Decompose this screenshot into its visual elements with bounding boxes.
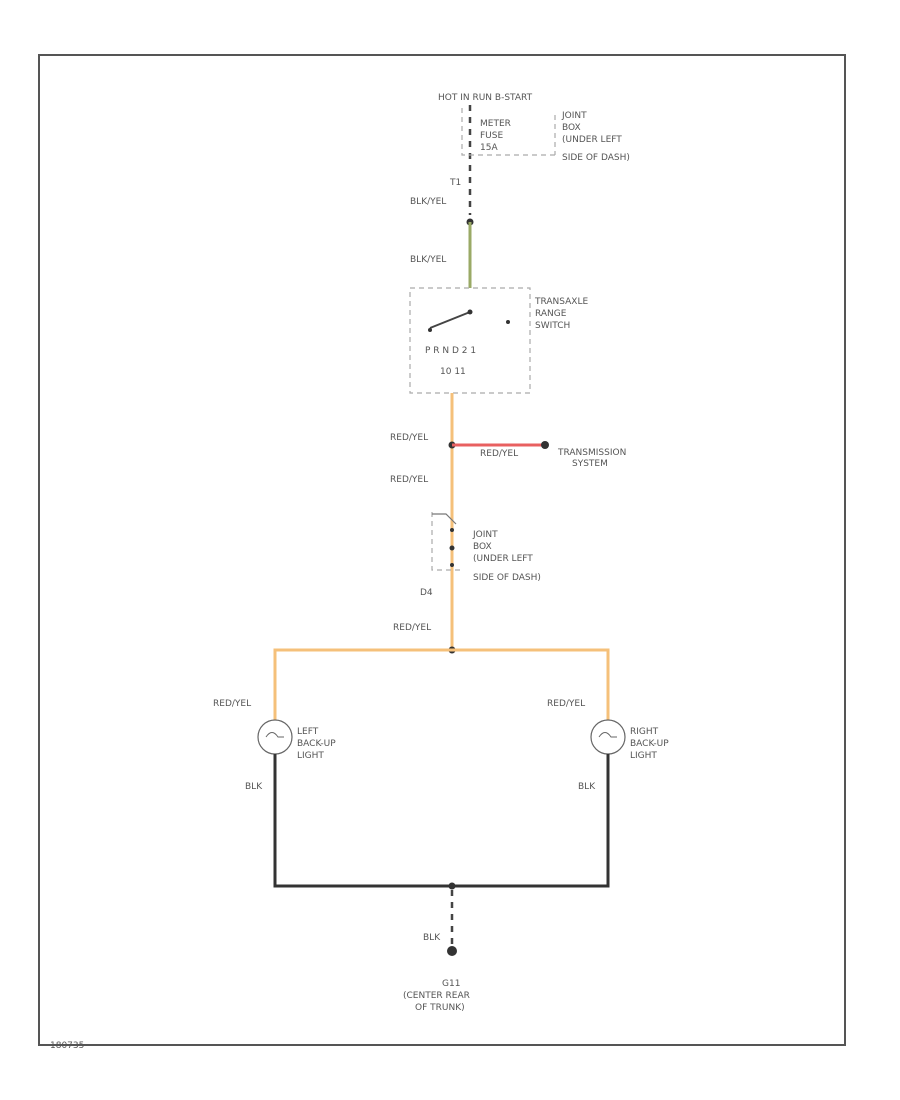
- ground-line2: (CENTER REAR: [403, 991, 470, 1001]
- branch-dest-line2: SYSTEM: [572, 459, 608, 469]
- joint-box-top-line4: SIDE OF DASH): [562, 153, 630, 163]
- joint-box-top-line1: JOINT: [561, 111, 587, 121]
- right-lamp-ground-label: BLK: [578, 782, 596, 792]
- range-switch-box: [409, 287, 531, 394]
- wire-blk-yel-label-1: BLK/YEL: [410, 197, 446, 207]
- switch-pins: P R N D 2 1: [425, 346, 476, 356]
- red-yel-lamp-feed: [273, 648, 610, 720]
- wire-blk-bottom-label: BLK: [423, 933, 441, 943]
- joint-box-mid-dot-3: [450, 563, 454, 567]
- switch-line3: SWITCH: [535, 321, 570, 331]
- right-lamp-bulb: [590, 719, 626, 755]
- fuse-line1: METER: [480, 119, 511, 129]
- left-lamp-line1: LEFT: [297, 727, 319, 737]
- joint-box-mid-line4: SIDE OF DASH): [473, 573, 541, 583]
- ground-line3: OF TRUNK): [415, 1003, 465, 1013]
- switch-line2: RANGE: [535, 309, 567, 319]
- joint-box-top-line3: (UNDER LEFT: [562, 135, 622, 145]
- right-lamp-line3: LIGHT: [630, 751, 657, 761]
- fuse-line2: FUSE: [480, 131, 503, 141]
- joint-box-mid-dot-2: [449, 545, 455, 551]
- left-lamp-filament: [265, 732, 284, 738]
- right-lamp-filament: [598, 732, 617, 738]
- wire-red-yel-label-1: RED/YEL: [390, 433, 428, 443]
- wire-red-yel-label-3: RED/YEL: [393, 623, 431, 633]
- diagram-frame: [38, 54, 846, 1046]
- source-label: HOT IN RUN B-START: [438, 93, 533, 103]
- switch-pivot: [467, 309, 473, 315]
- wire-blk-yel-label-2: BLK/YEL: [410, 255, 446, 265]
- joint-box-mid-line1: JOINT: [472, 530, 498, 540]
- wire-red-yel-branch-label: RED/YEL: [480, 449, 518, 459]
- switch-pin-labels: 10 11: [440, 367, 466, 377]
- left-lamp-wire-label: RED/YEL: [213, 699, 251, 709]
- joint-box-mid-line3: (UNDER LEFT: [473, 554, 533, 564]
- splice-dot-ground: [448, 882, 456, 890]
- pin-t1-label: T1: [449, 178, 461, 188]
- joint-box-mid-tab: [432, 513, 457, 525]
- left-lamp-line2: BACK-UP: [297, 739, 336, 749]
- switch-contact-b: [506, 320, 510, 324]
- fuse-line3: 15A: [480, 143, 498, 153]
- right-lamp-wire-label: RED/YEL: [547, 699, 585, 709]
- switch-arm: [429, 311, 471, 329]
- joint-box-mid-dot-1: [450, 528, 454, 532]
- branch-end-dot: [541, 441, 549, 449]
- joint-box-top-line2: BOX: [562, 123, 581, 133]
- joint-box-top-outline: [461, 108, 555, 156]
- left-lamp-line3: LIGHT: [297, 751, 324, 761]
- ground-line1: G11: [442, 979, 460, 989]
- switch-contact-a: [428, 328, 432, 332]
- joint-box-mid-line2: BOX: [473, 542, 492, 552]
- right-lamp-line1: RIGHT: [630, 727, 659, 737]
- left-lamp-bulb: [257, 719, 293, 755]
- blk-ground-wire: [273, 754, 610, 888]
- wire-red-yel-label-2: RED/YEL: [390, 475, 428, 485]
- switch-line1: TRANSAXLE: [534, 297, 588, 307]
- branch-dest-line1: TRANSMISSION: [557, 448, 626, 458]
- right-lamp-line2: BACK-UP: [630, 739, 669, 749]
- pin-d4-label: D4: [420, 588, 433, 598]
- joint-box-mid-outline: [431, 512, 460, 571]
- figure-id: 180735: [50, 1041, 84, 1051]
- left-lamp-ground-label: BLK: [245, 782, 263, 792]
- ground-point: [447, 946, 457, 956]
